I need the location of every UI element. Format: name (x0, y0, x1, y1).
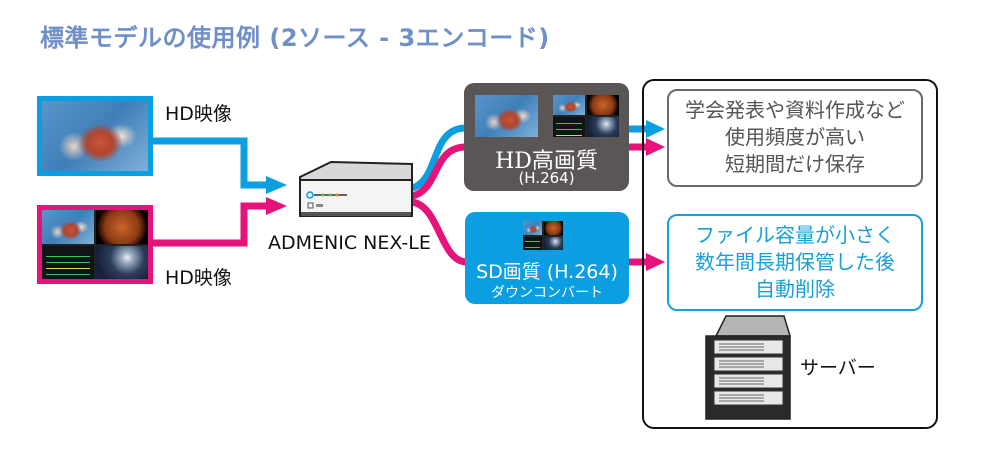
magenta-arrowhead (266, 197, 287, 215)
blue-hd-connector (410, 124, 467, 192)
blue-arrowhead (266, 176, 287, 194)
sd-output-box: SD画質 (H.264) ダウンコンバート (465, 212, 629, 304)
page-title: 標準モデルの使用例 (2ソース - 3エンコード) (40, 24, 550, 52)
magenta-hd-connector (410, 143, 467, 200)
source-image-surgical (37, 96, 153, 176)
source-image-multiview (37, 205, 153, 284)
note-line: 自動削除 (755, 277, 835, 301)
hd-storage-note: 学会発表や資料作成など 使用頻度が高い 短期間だけ保存 (667, 89, 923, 187)
note-line: 使用頻度が高い (725, 125, 865, 149)
note-line: 学会発表や資料作成など (685, 98, 905, 122)
hd-output-subtitle: (H.264) (518, 169, 575, 187)
sd-output-subtitle: ダウンコンバート (491, 285, 603, 301)
magenta-source-connector (150, 202, 266, 247)
server-label: サーバー (800, 357, 876, 379)
server-storage-frame (642, 79, 938, 429)
sd-thumb-multiview (523, 221, 563, 250)
sd-output-title: SD画質 (H.264) (476, 261, 618, 283)
magenta-note-arrowhead (646, 138, 665, 156)
note-line: ファイル容量が小さく (695, 223, 895, 247)
blue-note-arrowhead (646, 120, 665, 138)
magenta-sd-note-arrowhead (646, 253, 665, 271)
magenta-sd-connector (410, 198, 468, 266)
device-label: ADMENIC NEX-LE (268, 232, 431, 254)
hd-output-title: HD高画質 (495, 149, 598, 174)
hd-thumb-multiview (553, 95, 619, 137)
source-label-1: HD映像 (165, 103, 232, 125)
hd-output-box: HD高画質 (H.264) (464, 83, 629, 191)
blue-source-connector (150, 137, 266, 189)
note-line: 数年間長期保管した後 (695, 250, 895, 274)
hd-thumb-surgical (475, 95, 538, 137)
source-label-2: HD映像 (165, 267, 232, 289)
note-line: 短期間だけ保存 (725, 152, 865, 176)
sd-storage-note: ファイル容量が小さく 数年間長期保管した後 自動削除 (667, 214, 923, 311)
